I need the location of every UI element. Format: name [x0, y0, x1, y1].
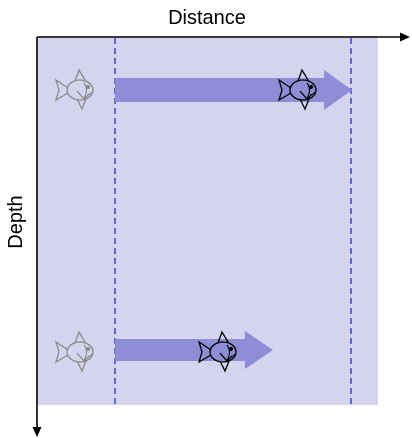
y-axis-label: Depth [5, 195, 27, 248]
movement-arrow-shallow [115, 70, 352, 110]
y-axis-arrowhead [32, 427, 42, 437]
x-axis-arrowhead [400, 32, 410, 42]
x-axis-label: Distance [168, 7, 246, 29]
movement-arrow-deep [115, 331, 273, 369]
